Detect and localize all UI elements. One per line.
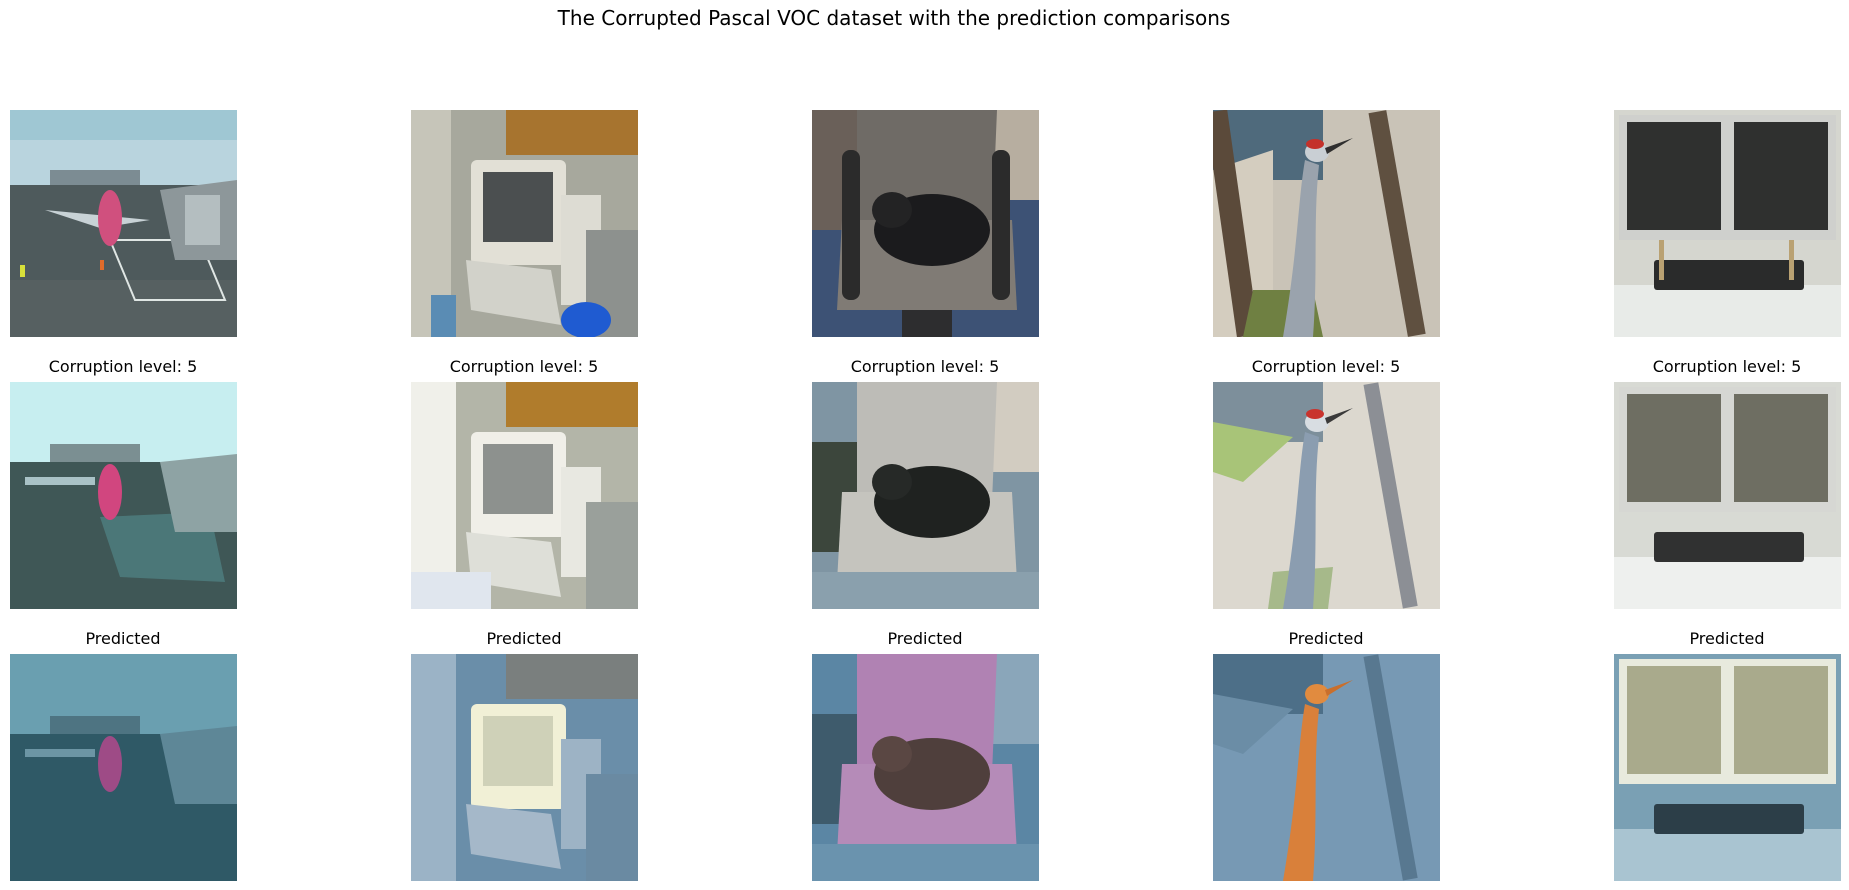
dog-chair-corrupted-scene: [812, 382, 1039, 609]
image-corrupted-computer: [411, 382, 638, 609]
computer-predicted-scene: [411, 654, 638, 881]
dog-chair-predicted-scene: [812, 654, 1039, 881]
caption-predicted-1: Predicted: [85, 629, 161, 648]
crane-predicted-scene: [1213, 654, 1440, 881]
computer-corrupted-scene: [411, 382, 638, 609]
caption-predicted-3: Predicted: [887, 629, 963, 648]
dog-chair-scene: [812, 110, 1039, 337]
image-corrupted-dog-chair: [812, 382, 1039, 609]
caption-predicted-5: Predicted: [1689, 629, 1765, 648]
image-original-crane: [1213, 110, 1440, 337]
monitors-corrupted-scene: [1614, 382, 1841, 609]
airplane-predicted-scene: [10, 654, 237, 881]
computer-scene: [411, 110, 638, 337]
caption-corrupted-2: Corruption level: 5: [449, 357, 599, 376]
caption-corrupted-4: Corruption level: 5: [1251, 357, 1401, 376]
image-predicted-crane: [1213, 654, 1440, 881]
image-original-monitors: [1614, 110, 1841, 337]
airplane-scene: [10, 110, 237, 337]
image-original-computer: [411, 110, 638, 337]
image-corrupted-airplane: [10, 382, 237, 609]
monitors-scene: [1614, 110, 1841, 337]
caption-predicted-4: Predicted: [1288, 629, 1364, 648]
image-corrupted-monitors: [1614, 382, 1841, 609]
image-corrupted-crane: [1213, 382, 1440, 609]
caption-corrupted-1: Corruption level: 5: [48, 357, 198, 376]
image-predicted-airplane: [10, 654, 237, 881]
crane-corrupted-scene: [1213, 382, 1440, 609]
caption-corrupted-5: Corruption level: 5: [1652, 357, 1802, 376]
figure-title: The Corrupted Pascal VOC dataset with th…: [557, 6, 1231, 30]
image-predicted-computer: [411, 654, 638, 881]
crane-scene: [1213, 110, 1440, 337]
image-predicted-monitors: [1614, 654, 1841, 881]
image-original-airplane: [10, 110, 237, 337]
airplane-corrupted-scene: [10, 382, 237, 609]
caption-corrupted-3: Corruption level: 5: [850, 357, 1000, 376]
monitors-predicted-scene: [1614, 654, 1841, 881]
image-predicted-dog-chair: [812, 654, 1039, 881]
image-original-dog-chair: [812, 110, 1039, 337]
caption-predicted-2: Predicted: [486, 629, 562, 648]
